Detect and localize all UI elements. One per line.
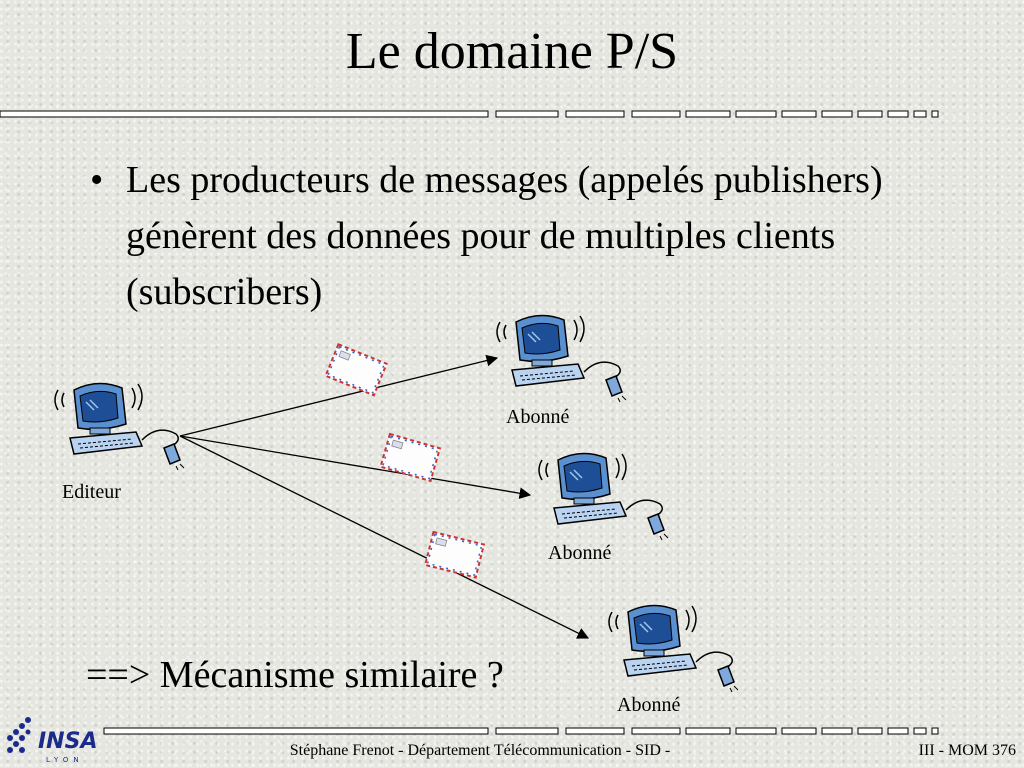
footer-page-number: III - MOM 376 — [918, 742, 1016, 759]
arrow-to-subscriber-3 — [179, 435, 590, 639]
subscriber-computer-icon — [608, 604, 739, 693]
bullet-marker: • — [90, 159, 104, 201]
arrow-to-subscriber-1 — [179, 354, 499, 437]
subscriber-label: Abonné — [506, 406, 570, 428]
slide-title: Le domaine P/S — [345, 23, 679, 80]
top-divider — [0, 110, 939, 118]
publisher-computer-icon — [54, 382, 185, 471]
publisher-label: Editeur — [62, 481, 121, 503]
svg-text:LYON: LYON — [46, 756, 84, 764]
bullet-text: Les producteurs de messages (appelés pub… — [126, 159, 883, 313]
envelope-icon — [324, 343, 388, 397]
bottom-divider — [103, 727, 939, 735]
arrow-to-subscriber-2 — [179, 435, 532, 500]
subscriber-label: Abonné — [548, 542, 612, 564]
subscriber-computer-icon — [496, 314, 627, 403]
conclusion-text: ==> Mécanisme similaire ? — [86, 654, 504, 696]
subscriber-computer-icon — [538, 452, 669, 541]
envelope-icon — [424, 530, 485, 579]
insa-logo: INSA LYON — [7, 717, 97, 764]
footer-author: Stéphane Frenot - Département Télécommun… — [289, 742, 671, 759]
subscriber-label: Abonné — [617, 694, 681, 716]
svg-text:INSA: INSA — [38, 729, 97, 754]
envelope-icon — [379, 432, 441, 483]
